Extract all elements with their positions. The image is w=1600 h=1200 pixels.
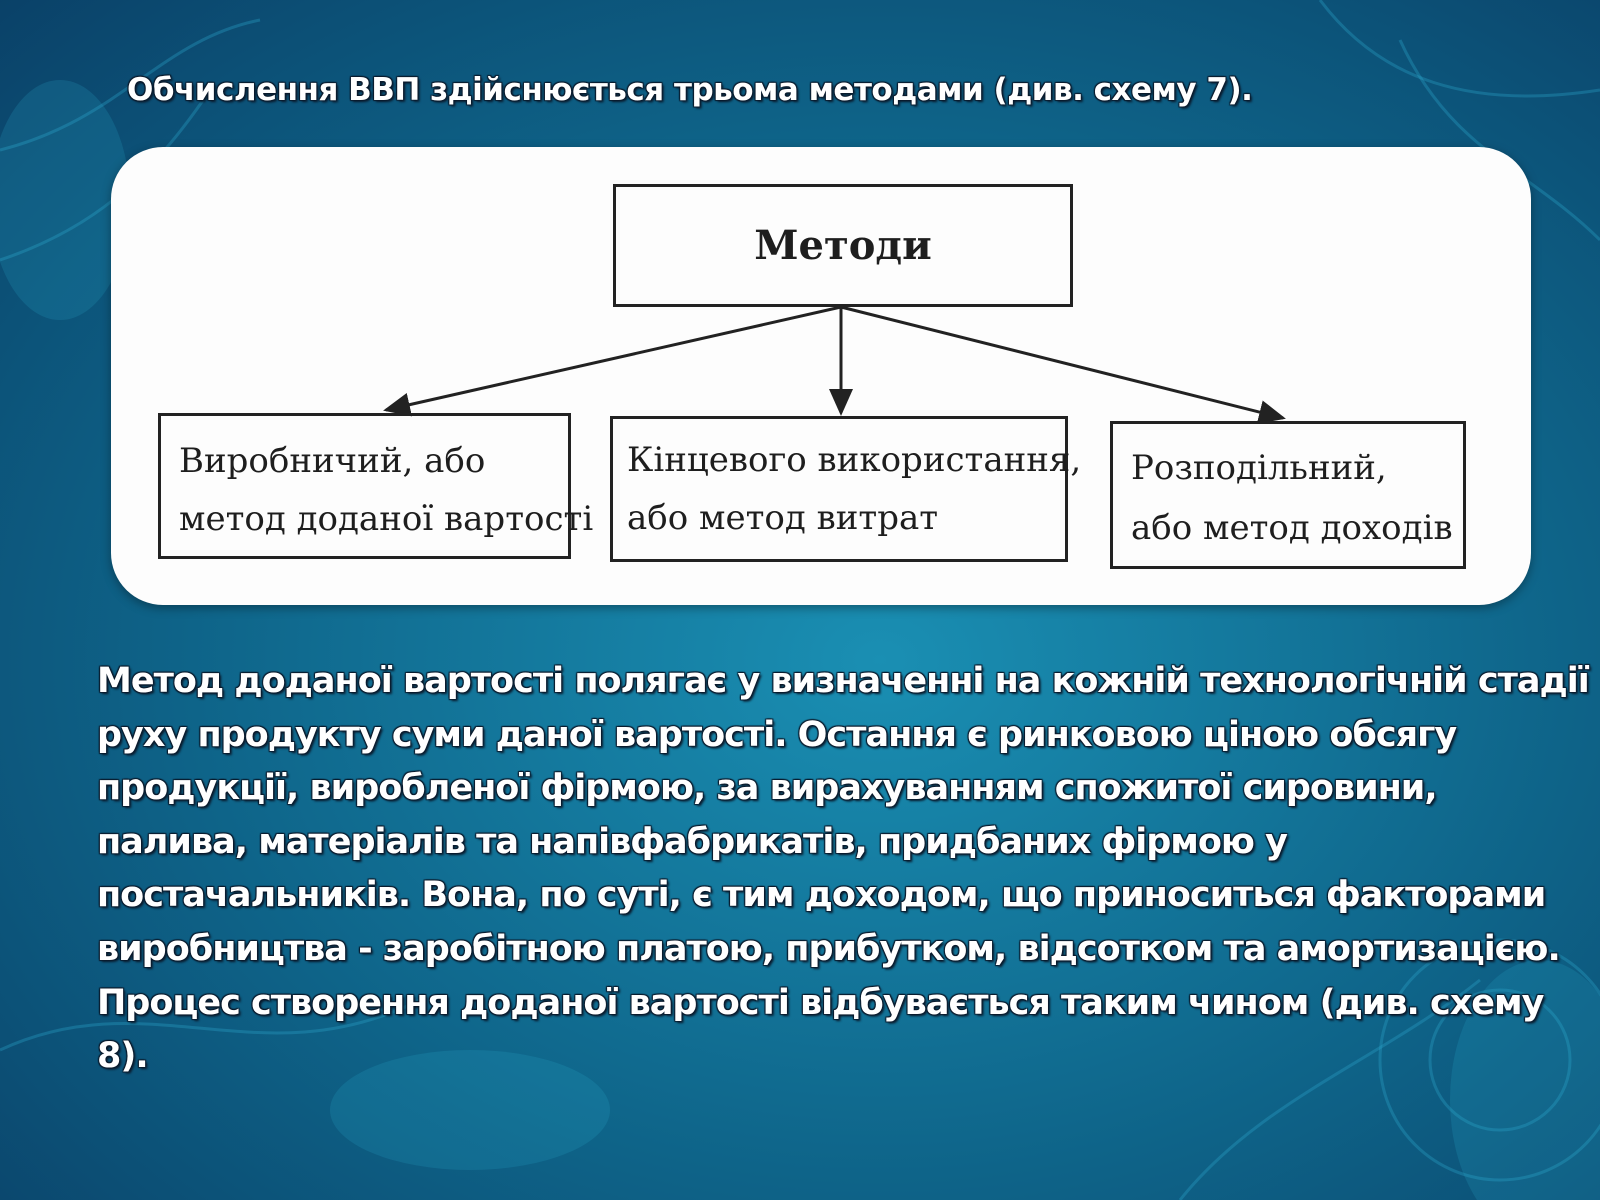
node-label-line: Виробничий, або (179, 441, 486, 481)
paragraph-line: руху продукту суми даної вартості. Остан… (97, 714, 1457, 755)
diagram-node-income: Розподільний, або метод доходів (1110, 421, 1466, 569)
node-label-line: метод доданої вартості (179, 499, 594, 539)
diagram-node-production: Виробничий, або метод доданої вартості (158, 413, 594, 559)
body-paragraph: Метод доданої вартості полягає у визначе… (97, 655, 1590, 1084)
paragraph-line: 8). (97, 1036, 149, 1077)
node-label-line: Кінцевого використання, (627, 440, 1082, 480)
diagram-node-expenditure: Кінцевого використання, або метод витрат (610, 416, 1082, 562)
paragraph-line: палива, матеріалів та напівфабрикатів, п… (97, 821, 1288, 862)
node-label-line: Розподільний, (1131, 448, 1387, 488)
node-label-line: або метод витрат (627, 498, 939, 538)
diagram-root-box: Методи (613, 184, 1073, 307)
paragraph-line: продукції, виробленої фірмою, за вирахув… (97, 768, 1438, 809)
diagram-root-label: Методи (754, 222, 932, 269)
node-label-line: або метод доходів (1131, 508, 1453, 548)
paragraph-line: Метод доданої вартості полягає у визначе… (97, 661, 1590, 701)
slide-title: Обчислення ВВП здійснюється трьома метод… (127, 72, 1253, 108)
paragraph-line: Процес створення доданої вартості відбув… (97, 982, 1544, 1023)
paragraph-line: постачальників. Вона, по суті, є тим дох… (97, 875, 1546, 916)
paragraph-line: виробництва - заробітною платою, прибутк… (97, 928, 1561, 969)
